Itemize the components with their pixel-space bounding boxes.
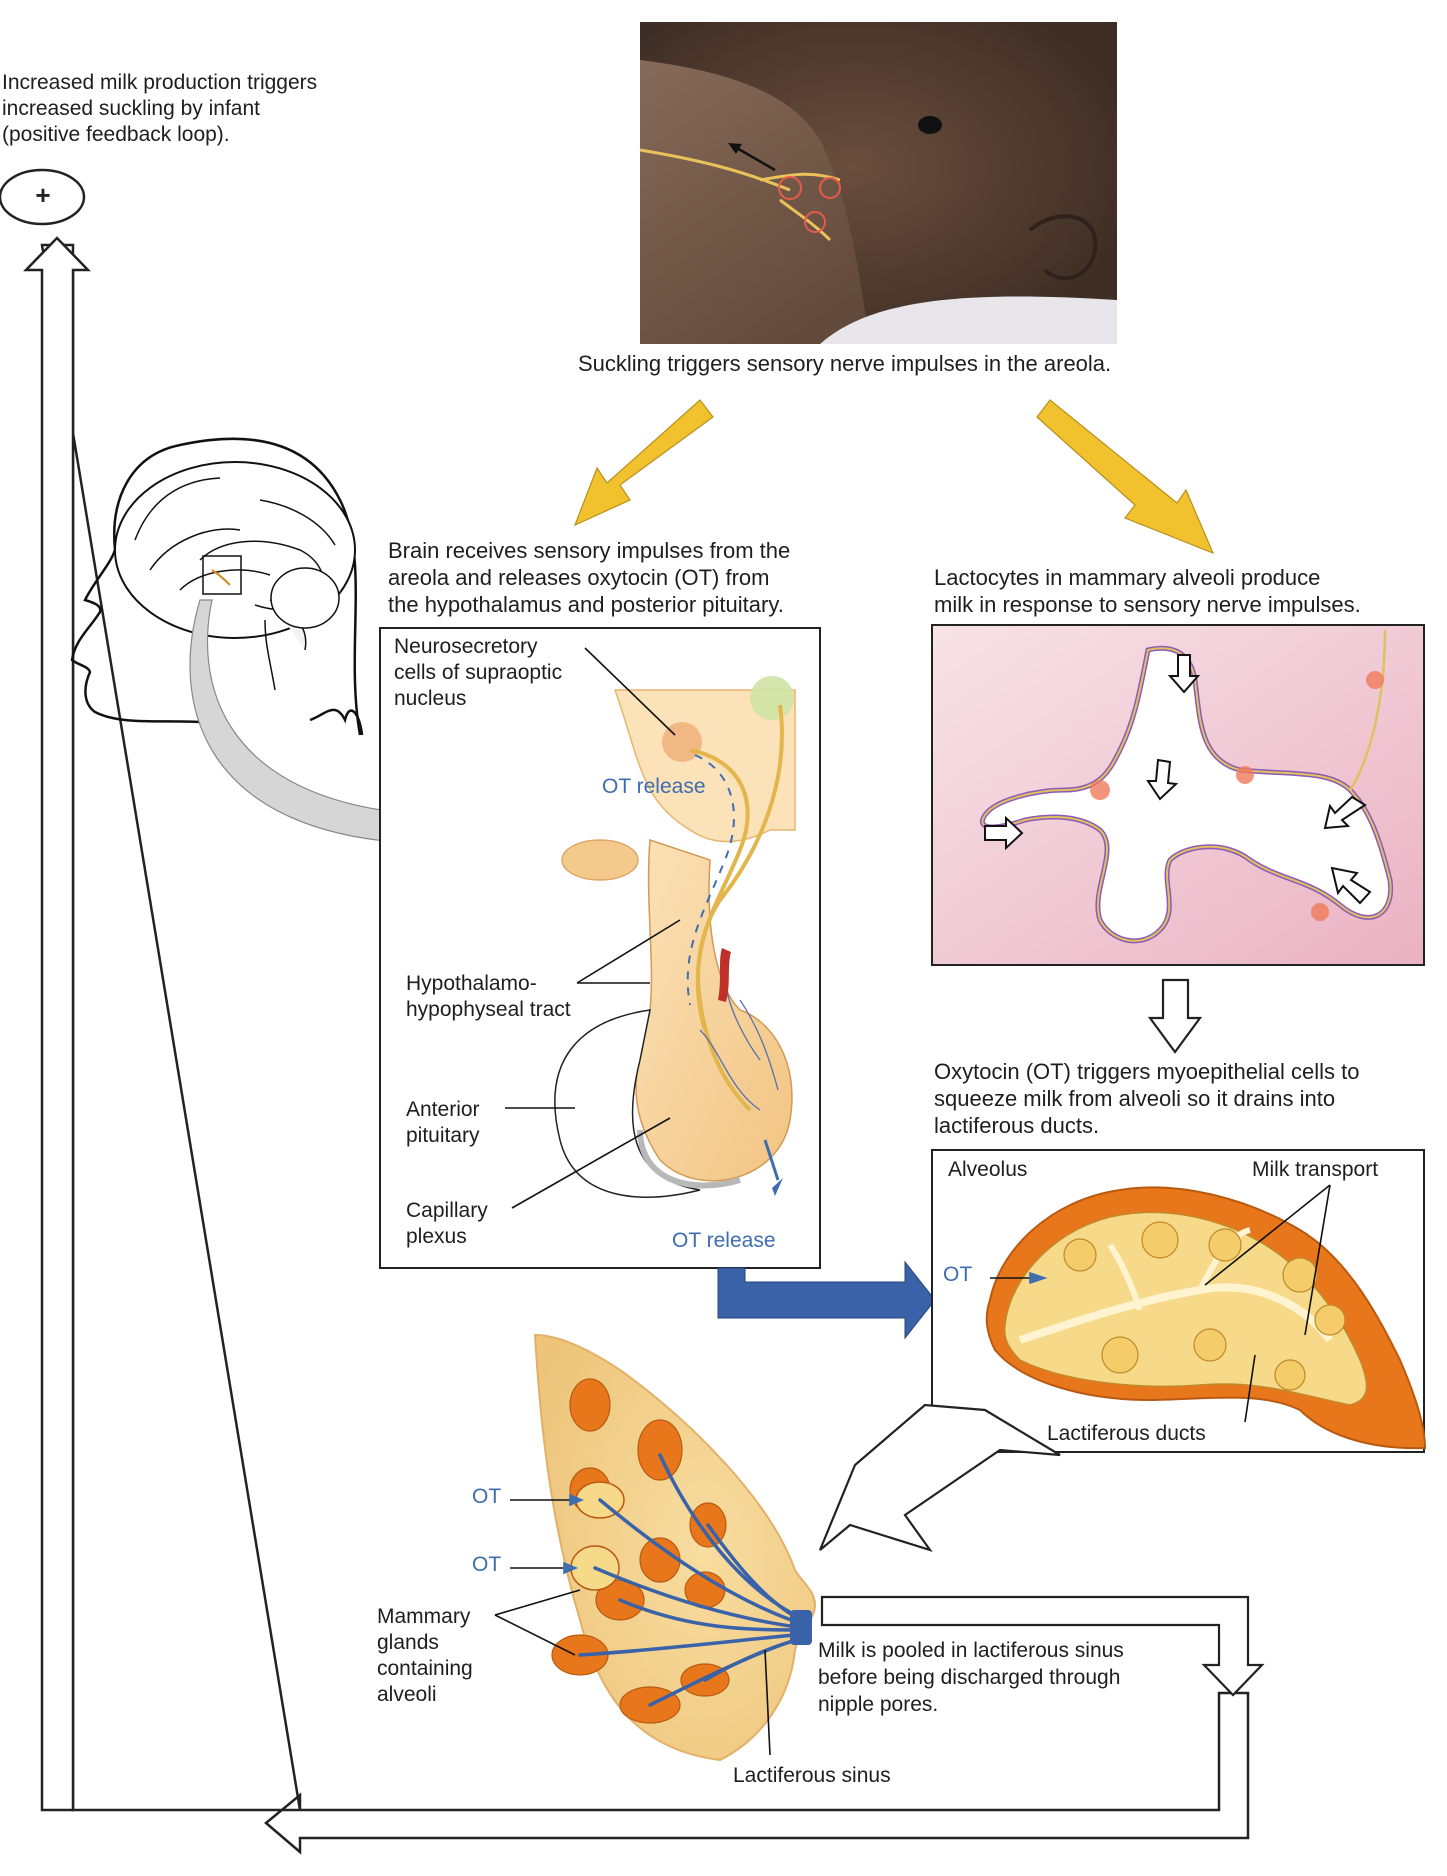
blue-arrow-to-alveolus [717,1260,936,1340]
label-milk-transport: Milk transport [1252,1158,1379,1181]
feedback-loop-arrow [23,236,1250,1855]
label-ot-breast-2: OT [472,1553,502,1576]
label-lactiferous-ducts: Lactiferous ducts [1047,1422,1206,1445]
yellow-arrow-to-brain [573,399,714,527]
suckling-illustration [639,22,1117,344]
brain-caption: Brain receives sensory impulses from the… [388,538,791,617]
hollow-bent-arrow [818,1403,1061,1553]
label-ot-release-bottom: OT release [672,1229,776,1252]
label-ot-release-top: OT release [602,775,706,798]
pituitary-panel [379,627,821,1269]
label-ot-breast-1: OT [472,1485,502,1508]
label-anterior-pituitary: Anterior pituitary [406,1098,480,1147]
alveolus-orange-panel [931,1149,1427,1453]
label-capillary-plexus: Capillary plexus [406,1199,488,1248]
milk-pooled-caption: Milk is pooled in lactiferous sinus befo… [818,1639,1124,1716]
yellow-arrow-to-alveoli [1036,399,1215,555]
hollow-arrow-down [1147,978,1203,1054]
head-brain-illustration [70,437,364,736]
plus-sign: + [35,180,51,210]
label-lactiferous-sinus: Lactiferous sinus [733,1764,891,1787]
hollow-arrow-right-down [820,1595,1265,1697]
label-mammary-glands: Mammary glands containing alveoli [377,1605,473,1706]
label-ot-alveolus: OT [943,1263,973,1286]
breast-illustration [494,1333,817,1762]
suckling-caption: Suckling triggers sensory nerve impulses… [578,351,1112,376]
alveoli-panel [931,624,1425,966]
oxytocin-caption: Oxytocin (OT) triggers myoepithelial cel… [934,1059,1360,1138]
label-neurosecretory: Neurosecretory cells of supraoptic nucle… [394,635,563,710]
plus-symbol [0,168,86,226]
label-alveolus: Alveolus [948,1158,1028,1181]
feedback-loop-caption: Increased milk production triggers incre… [2,71,318,146]
label-hypothalamo-tract: Hypothalamo- hypophyseal tract [406,972,571,1021]
lactocytes-caption: Lactocytes in mammary alveoli produce mi… [934,565,1361,617]
